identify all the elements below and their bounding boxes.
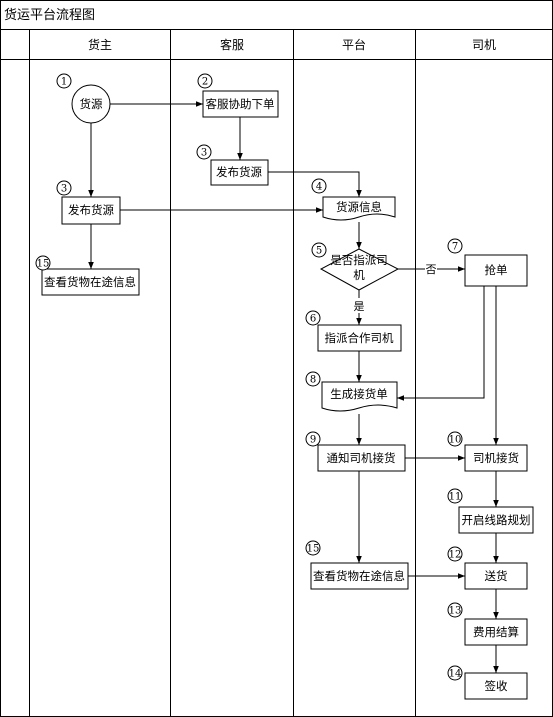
svg-text:5: 5 (316, 246, 322, 257)
node-driver-pickup-label: 司机接货 (473, 451, 519, 465)
node-source-info-label: 货源信息 (336, 200, 382, 214)
svg-text:11: 11 (449, 492, 462, 503)
node-platform-track-label: 查看货物在途信息 (313, 569, 405, 583)
step-badge-owner-track: 15 (35, 255, 51, 271)
node-driver-pickup: 司机接货 (464, 444, 528, 472)
step-badge-grab: 7 (447, 238, 463, 254)
edge-grab-to-order (397, 286, 485, 401)
step-badge-gen-order: 8 (305, 371, 321, 387)
node-designated: 是否指派司 机 (319, 248, 400, 291)
node-deliver-label: 送货 (485, 569, 508, 583)
lane-header-owner: 货主 (88, 37, 112, 52)
svg-text:6: 6 (310, 314, 316, 325)
svg-text:1: 1 (61, 77, 67, 88)
node-cs-publish: 发布货源 (210, 159, 269, 186)
lane-header-service: 客服 (220, 37, 244, 52)
lane-header-driver: 司机 (472, 38, 496, 52)
node-assign-driver-label: 指派合作司机 (325, 331, 394, 345)
node-settle-label: 费用结算 (473, 625, 519, 639)
node-route-label: 开启线路规划 (462, 513, 531, 527)
node-notify: 通知司机接货 (317, 444, 406, 472)
node-deliver: 送货 (464, 562, 528, 590)
step-badge-designated: 5 (311, 242, 327, 258)
node-cs-assist: 客服协助下单 (202, 90, 279, 118)
step-badge-owner-publish: 3 (56, 180, 72, 196)
svg-text:15: 15 (37, 259, 50, 270)
node-sign-label: 签收 (485, 679, 508, 693)
node-settle: 费用结算 (464, 618, 528, 646)
svg-text:10: 10 (449, 435, 462, 446)
edge-cs-publish-to-info (268, 171, 362, 197)
step-badge-cs-publish: 3 (196, 144, 212, 160)
node-gen-order-label: 生成接货单 (330, 387, 388, 401)
node-owner-publish: 发布货源 (61, 196, 121, 225)
svg-text:7: 7 (452, 242, 458, 253)
edge-label-no: 否 (426, 263, 437, 276)
svg-text:14: 14 (449, 669, 462, 680)
node-cs-publish-label: 发布货源 (216, 165, 262, 179)
svg-text:15: 15 (307, 544, 320, 555)
node-designated-label-line2: 机 (353, 268, 365, 282)
node-owner-track: 查看货物在途信息 (41, 268, 140, 296)
node-owner-publish-label: 发布货源 (68, 203, 114, 217)
step-badge-notify: 9 (305, 431, 321, 447)
connectors (88, 101, 499, 673)
svg-text:3: 3 (201, 148, 207, 159)
node-owner-track-label: 查看货物在途信息 (44, 275, 136, 289)
lane-header-platform: 平台 (342, 37, 366, 52)
node-gen-order: 生成接货单 (321, 381, 398, 412)
node-cs-assist-label: 客服协助下单 (206, 97, 275, 111)
node-platform-track: 查看货物在途信息 (310, 562, 409, 590)
node-sign: 签收 (464, 672, 528, 700)
node-assign-driver: 指派合作司机 (317, 324, 402, 352)
edge-label-yes: 是 (354, 300, 365, 313)
node-route: 开启线路规划 (458, 506, 534, 534)
node-notify-label: 通知司机接货 (327, 451, 396, 465)
node-grab-label: 抢单 (485, 263, 508, 277)
svg-text:3: 3 (61, 184, 67, 195)
step-badge-settle: 13 (447, 602, 463, 618)
step-badge-deliver: 12 (447, 546, 463, 562)
svg-text:9: 9 (310, 435, 316, 446)
node-source-info: 货源信息 (322, 196, 396, 221)
step-badge-assign-driver: 6 (305, 310, 321, 326)
node-grab: 抢单 (464, 254, 528, 287)
node-source: 货源 (71, 84, 111, 124)
step-badge-driver-pickup: 10 (447, 431, 463, 447)
svg-text:8: 8 (310, 375, 316, 386)
step-badges: 1 2 3 3 15 4 5 6 8 9 15 7 10 11 12 13 14 (35, 73, 463, 681)
step-badge-platform-track: 15 (305, 540, 321, 556)
svg-text:12: 12 (449, 550, 462, 561)
step-badge-cs-assist: 2 (197, 73, 213, 89)
node-designated-label-line1: 是否指派司 (330, 253, 388, 267)
diagram-title: 货运平台流程图 (4, 7, 95, 23)
svg-text:4: 4 (316, 182, 322, 193)
node-source-label: 货源 (80, 97, 103, 111)
step-badge-source: 1 (56, 73, 72, 89)
svg-text:2: 2 (202, 77, 208, 88)
step-badge-sign: 14 (447, 665, 463, 681)
svg-text:13: 13 (449, 606, 462, 617)
step-badge-route: 11 (447, 488, 463, 504)
step-badge-source-info: 4 (311, 178, 327, 194)
